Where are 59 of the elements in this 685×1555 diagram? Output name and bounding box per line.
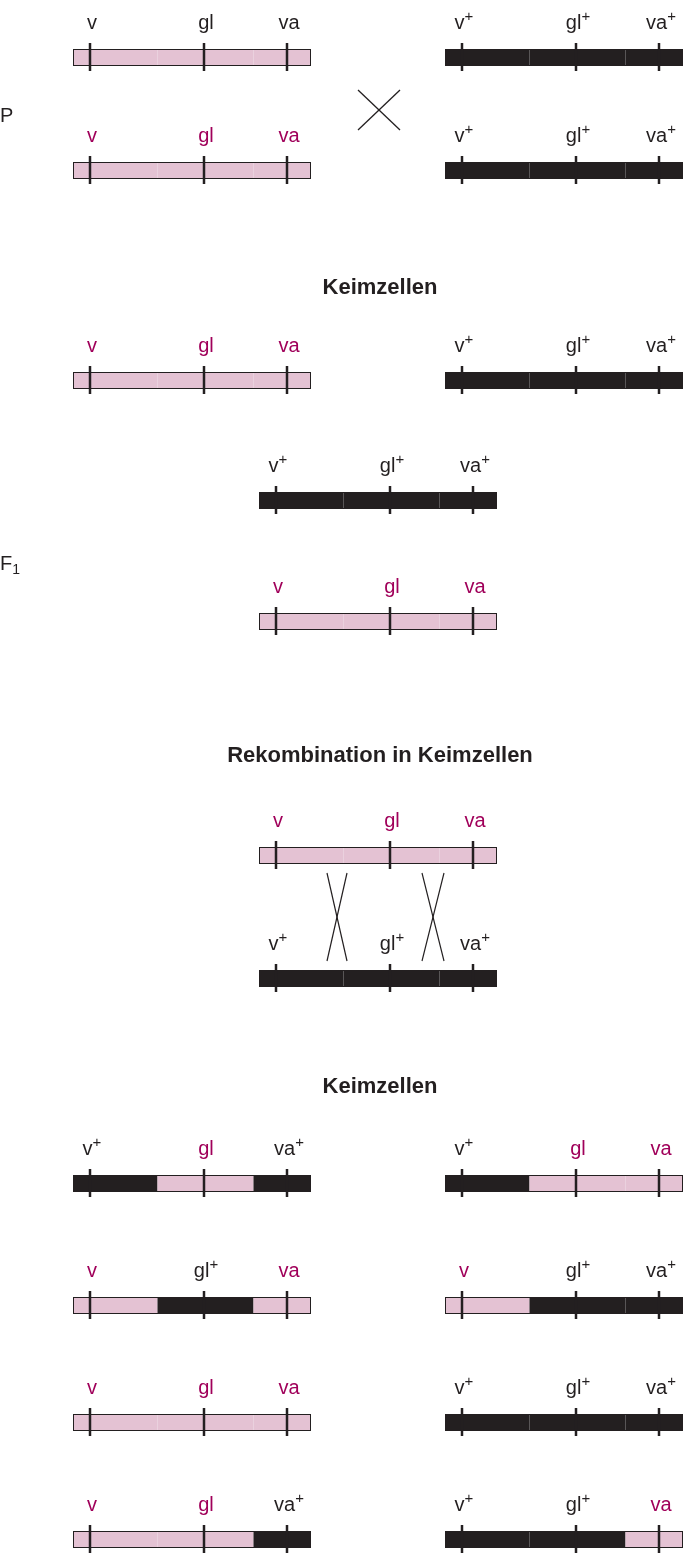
allele-label: v$^{+}$: [454, 122, 474, 148]
allele-label: va: [464, 574, 486, 599]
allele-label: gl: [384, 574, 400, 599]
allele-label: va$^{+}$: [646, 122, 676, 148]
allele-label: gl$^{+}$: [565, 1257, 591, 1283]
allele-label: v: [87, 333, 97, 358]
allele-label: gl: [384, 808, 400, 833]
allele-label: gl: [198, 333, 214, 358]
allele-label: v$^{+}$: [268, 930, 288, 956]
allele-label: va: [278, 1375, 300, 1400]
allele-label: va$^{+}$: [646, 1257, 676, 1283]
allele-label: v$^{+}$: [454, 1374, 474, 1400]
allele-label: gl$^{+}$: [565, 9, 591, 35]
allele-label: gl$^{+}$: [379, 930, 405, 956]
generation-label: P: [0, 104, 14, 127]
allele-label: v$^{+}$: [454, 1135, 474, 1161]
allele-label: va$^{+}$: [460, 930, 490, 956]
allele-label: va$^{+}$: [646, 1374, 676, 1400]
allele-label: v: [273, 808, 283, 833]
allele-label: gl: [198, 123, 214, 148]
allele-label: va$^{+}$: [274, 1491, 304, 1517]
allele-label: va: [278, 123, 300, 148]
allele-label: gl$^{+}$: [565, 1374, 591, 1400]
allele-label: gl$^{+}$: [565, 332, 591, 358]
allele-label: gl: [198, 10, 214, 35]
allele-label: v: [87, 1258, 97, 1283]
allele-label: va: [278, 1258, 300, 1283]
allele-label: gl: [198, 1136, 214, 1161]
allele-label: gl$^{+}$: [193, 1257, 219, 1283]
section-heading: Rekombination in Keimzellen: [227, 742, 533, 768]
allele-label: v: [459, 1258, 469, 1283]
allele-label: gl$^{+}$: [379, 452, 405, 478]
allele-label: v$^{+}$: [454, 1491, 474, 1517]
allele-label: v: [87, 10, 97, 35]
allele-label: v: [87, 1492, 97, 1517]
allele-label: gl: [198, 1492, 214, 1517]
allele-label: v$^{+}$: [454, 9, 474, 35]
allele-label: va$^{+}$: [274, 1135, 304, 1161]
generation-label: F$_{1}$: [0, 552, 20, 575]
allele-label: v: [273, 574, 283, 599]
allele-label: va: [464, 808, 486, 833]
allele-label: va$^{+}$: [646, 332, 676, 358]
allele-label: gl: [570, 1136, 586, 1161]
section-heading: Keimzellen: [322, 274, 438, 300]
allele-label: v$^{+}$: [82, 1135, 102, 1161]
allele-label: va: [650, 1136, 672, 1161]
allele-label: v: [87, 123, 97, 148]
allele-label: v: [87, 1375, 97, 1400]
allele-label: va$^{+}$: [460, 452, 490, 478]
allele-label: va: [650, 1492, 672, 1517]
allele-label: gl$^{+}$: [565, 122, 591, 148]
allele-label: va: [278, 333, 300, 358]
allele-label: va: [278, 10, 300, 35]
allele-label: va$^{+}$: [646, 9, 676, 35]
allele-label: v$^{+}$: [454, 332, 474, 358]
section-heading: Keimzellen: [322, 1073, 438, 1099]
allele-label: gl: [198, 1375, 214, 1400]
allele-label: gl$^{+}$: [565, 1491, 591, 1517]
allele-label: v$^{+}$: [268, 452, 288, 478]
